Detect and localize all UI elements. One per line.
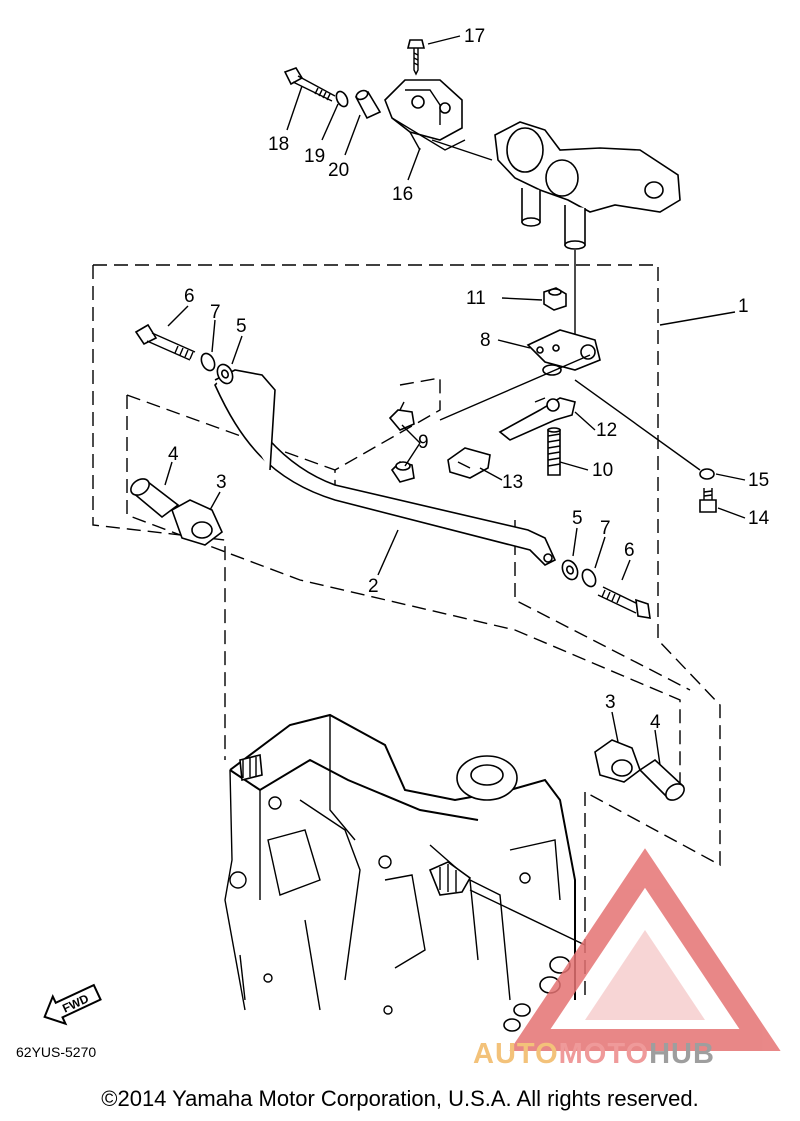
upper-bracket: [384, 79, 493, 161]
watermark-auto: AUTO: [473, 1038, 559, 1070]
watermark-moto: MOTO: [558, 1038, 650, 1070]
nut-3-right: [594, 739, 641, 783]
callout-10: 10: [592, 460, 613, 481]
washer-7-left: [200, 352, 216, 372]
nut-3-left: [171, 499, 223, 546]
callout-9: 9: [418, 432, 429, 453]
lower-bracket: [224, 713, 586, 1032]
callout-11: 11: [466, 288, 486, 309]
watermark-brand: AUTOMOTOHUB: [473, 1038, 715, 1071]
callout-17: 17: [464, 26, 485, 47]
grommet-9-top: [388, 401, 415, 431]
block-13: [447, 447, 491, 479]
watermark-hub: HUB: [649, 1038, 715, 1070]
callout-14: 14: [748, 508, 770, 529]
stud-10: [547, 427, 561, 476]
callouts: 1 2 3 3 4 4 5 5 6 6 7 7 8 9 10 11 12 13 …: [168, 26, 770, 733]
callout-3-right: 3: [605, 692, 616, 713]
washer-15: [699, 468, 715, 480]
screw-17: [406, 39, 426, 76]
callout-6-right: 6: [624, 540, 635, 561]
link-rod-2: [214, 369, 557, 566]
callout-1: 1: [738, 296, 749, 317]
washer-5-right: [561, 559, 579, 581]
collar-4-left: [130, 478, 180, 519]
steering-arm: [494, 121, 681, 345]
nut-11: [543, 287, 567, 311]
callout-8: 8: [480, 330, 491, 351]
copyright-notice: ©2014 Yamaha Motor Corporation, U.S.A. A…: [101, 1086, 699, 1111]
callout-3-left: 3: [216, 472, 227, 493]
callout-20: 20: [328, 160, 349, 181]
fwd-arrow-icon: FWD: [43, 983, 102, 1026]
bolt-6-right: [597, 586, 651, 619]
callout-19: 19: [304, 146, 325, 167]
grommet-9-bottom: [390, 461, 415, 483]
collar-4-right: [638, 758, 685, 801]
callout-15: 15: [748, 470, 769, 491]
callout-12: 12: [596, 420, 617, 441]
callout-7-left: 7: [210, 302, 221, 323]
bolt-18: [283, 67, 336, 102]
diagram-code: 62YUS-5270: [16, 1044, 97, 1060]
watermark-logo-icon: [509, 848, 781, 1051]
callout-5-left: 5: [236, 316, 247, 337]
leader-lines: [164, 35, 746, 766]
washer-19: [335, 90, 349, 108]
callout-7-right: 7: [600, 518, 611, 539]
callout-18: 18: [268, 134, 289, 155]
plate-8: [526, 329, 601, 376]
collar-20: [354, 89, 382, 120]
callout-4-right: 4: [650, 712, 661, 733]
callout-6-left: 6: [184, 286, 195, 307]
bolt-14: [699, 488, 717, 513]
lever-12: [498, 397, 576, 441]
callout-2: 2: [368, 576, 379, 597]
washer-7-right: [581, 568, 597, 588]
bolt-6-left: [134, 323, 196, 361]
callout-16: 16: [392, 184, 413, 205]
callout-4-left: 4: [168, 444, 179, 465]
washer-5-left: [216, 363, 234, 385]
callout-5-right: 5: [572, 508, 583, 529]
callout-13: 13: [502, 472, 523, 493]
